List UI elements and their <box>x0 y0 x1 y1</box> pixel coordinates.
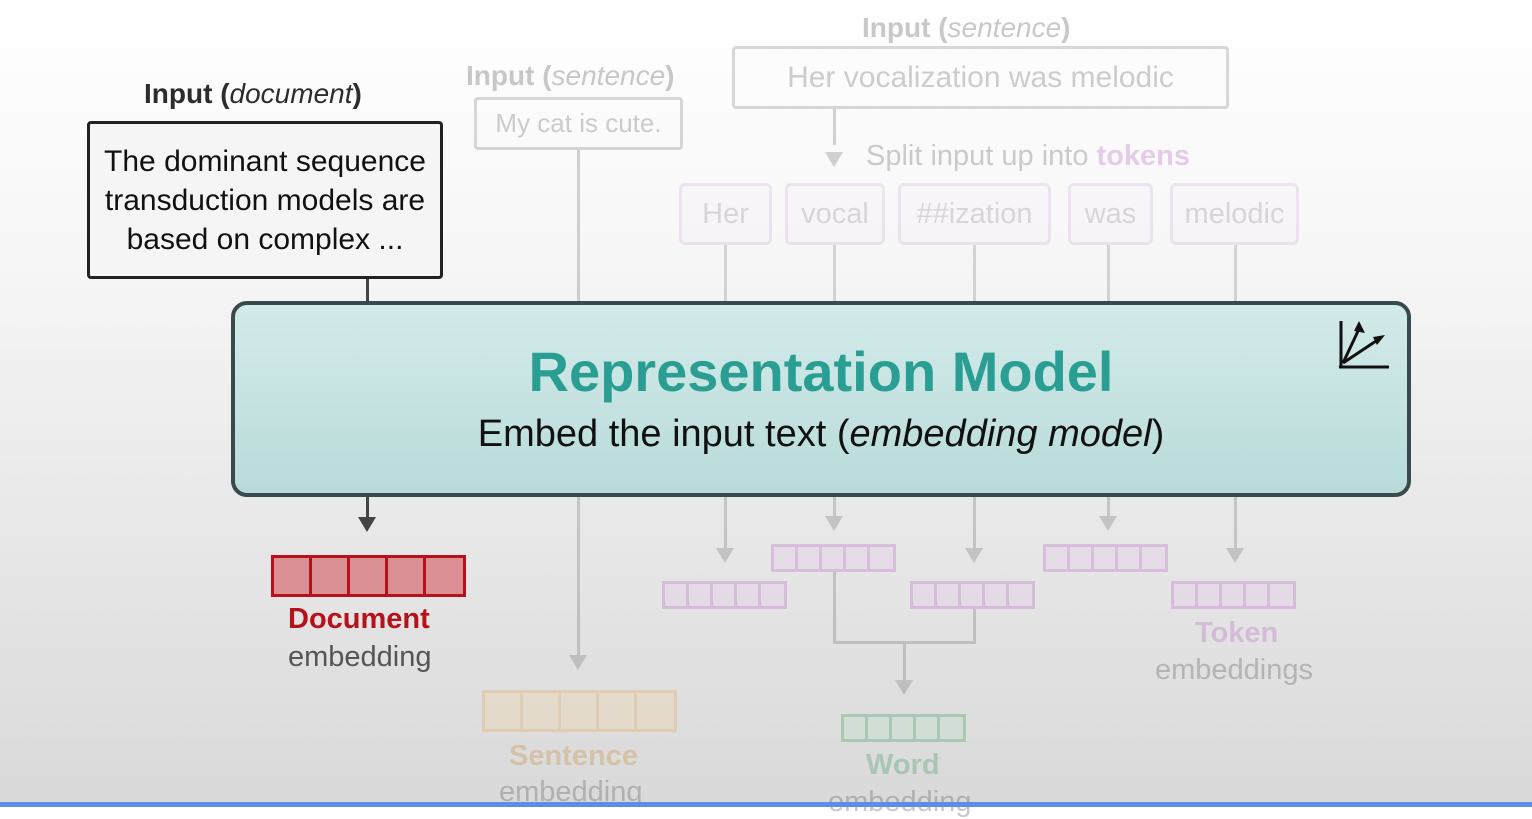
embedding-cell <box>485 693 523 729</box>
token-embeddings-title: Token <box>1195 617 1279 649</box>
word-merge-line <box>973 609 976 644</box>
token-arrow-icon <box>716 548 734 563</box>
word-merge-line <box>833 641 976 644</box>
sentence-connector-bottom <box>577 497 580 657</box>
token-input-label: Input (sentence) <box>862 12 1071 43</box>
sentence-input-text: My cat is cute. <box>495 108 662 138</box>
token-embedding-vector <box>771 544 896 572</box>
token-box: vocal <box>785 183 885 245</box>
sentence-embedding-title: Sentence <box>509 740 638 772</box>
model-title: Representation Model <box>528 340 1114 403</box>
embedding-cell <box>561 693 599 729</box>
document-input-text: The dominant sequence transduction model… <box>104 144 426 256</box>
token-input-text: Her vocalization was melodic <box>787 60 1174 94</box>
token-box: ##ization <box>898 183 1051 245</box>
embedding-cell <box>523 693 561 729</box>
embedding-cell <box>599 693 637 729</box>
token-arrow-icon <box>965 548 983 563</box>
token-arrow-icon <box>825 516 843 531</box>
word-embedding-title: Word <box>866 749 940 781</box>
embedding-cell <box>312 558 350 594</box>
split-connector <box>833 109 836 145</box>
token-out-connector <box>973 497 976 549</box>
model-subtitle: Embed the input text (embedding model) <box>477 413 1165 455</box>
embedding-cell <box>388 558 426 594</box>
word-arrow-icon <box>895 680 913 695</box>
token-out-connector <box>1234 497 1237 549</box>
token-connector <box>724 245 727 302</box>
token-connector <box>973 245 976 302</box>
vector-axes-icon <box>1339 321 1389 369</box>
sentence-input-box: My cat is cute. <box>474 97 683 150</box>
document-connector-bottom <box>366 497 369 519</box>
token-out-connector <box>833 497 836 517</box>
token-out-connector <box>724 497 727 549</box>
token-embedding-vector <box>1043 544 1168 572</box>
token-out-connector <box>1107 497 1110 517</box>
split-arrow-icon <box>825 152 843 167</box>
sentence-embedding-vector <box>482 690 677 732</box>
document-arrow-icon <box>358 517 376 532</box>
token-connector <box>833 245 836 302</box>
token-box: melodic <box>1170 183 1299 245</box>
document-input-box: The dominant sequence transduction model… <box>87 121 443 279</box>
document-embedding-subtitle: embedding <box>288 641 432 673</box>
sentence-connector-top <box>577 150 580 302</box>
sentence-input-label: Input (sentence) <box>466 60 675 91</box>
token-embedding-vector <box>662 581 787 609</box>
embedding-cell <box>274 558 312 594</box>
document-input-label: Input (document) <box>144 78 362 109</box>
sentence-arrow-icon <box>569 655 587 670</box>
word-merge-line <box>833 572 836 644</box>
embedding-cell <box>350 558 388 594</box>
token-embedding-vector <box>910 581 1035 609</box>
document-embedding-title: Document <box>288 603 430 635</box>
representation-model-box: Representation Model Embed the input tex… <box>231 301 1411 497</box>
token-input-box: Her vocalization was melodic <box>732 46 1229 109</box>
token-box: was <box>1068 183 1153 245</box>
token-connector <box>1107 245 1110 302</box>
token-embeddings-subtitle: embeddings <box>1155 654 1313 686</box>
document-connector-top <box>366 279 369 303</box>
token-box: Her <box>679 183 772 245</box>
token-arrow-icon <box>1099 516 1117 531</box>
token-arrow-icon <box>1226 548 1244 563</box>
embedding-cell <box>426 558 463 594</box>
token-connector <box>1234 245 1237 302</box>
token-embedding-vector <box>1171 581 1296 609</box>
split-tokens-text: Split input up into tokens <box>866 140 1191 172</box>
progress-bar <box>0 802 1532 807</box>
word-embedding-vector <box>841 714 966 742</box>
document-embedding-vector <box>271 555 466 597</box>
embedding-cell <box>637 693 674 729</box>
word-merge-line <box>903 641 906 681</box>
